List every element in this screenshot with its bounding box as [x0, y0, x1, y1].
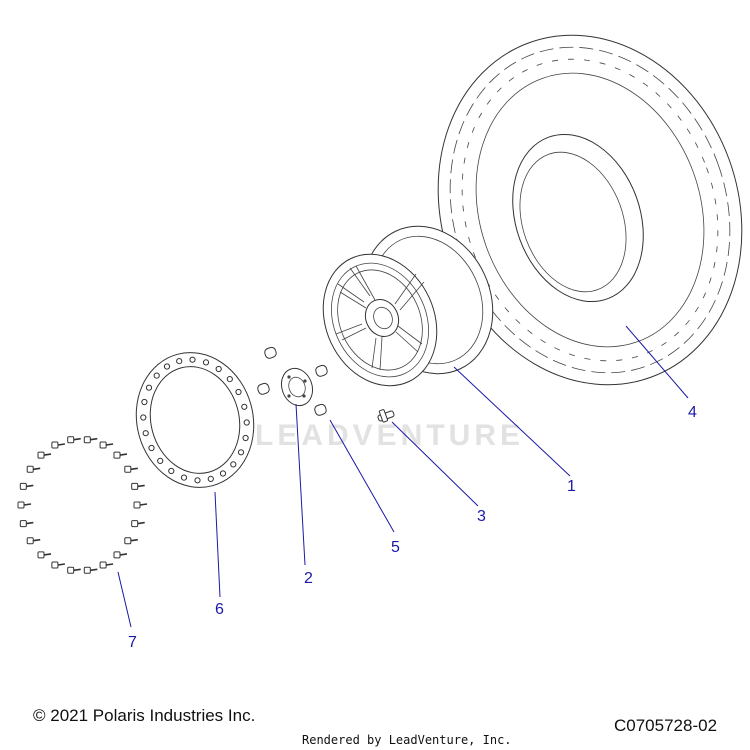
- beadlock-bolt: [51, 441, 66, 449]
- beadlock-bolt: [19, 482, 34, 490]
- beadlock-bolt: [124, 465, 138, 473]
- ring-bolt-hole: [148, 444, 155, 452]
- beadlock-bolt: [83, 566, 98, 574]
- callout-2: 2: [304, 570, 313, 587]
- beadlock-bolt: [67, 436, 81, 444]
- tire-part[interactable]: [390, 0, 750, 428]
- callout-5: 5: [391, 539, 400, 556]
- ring-bolt-hole: [237, 449, 245, 456]
- beadlock-bolt: [113, 451, 128, 459]
- valve-stem-part[interactable]: [377, 409, 395, 423]
- ring-bolt-hole: [153, 372, 160, 379]
- beadlock-bolt: [124, 537, 138, 545]
- beadlock-bolt: [51, 561, 66, 569]
- lug-nuts-part[interactable]: [257, 346, 329, 416]
- ring-bolt-hole: [141, 398, 148, 406]
- ring-bolt-hole: [235, 388, 242, 396]
- beadlock-bolt: [99, 441, 114, 449]
- beadlock-bolt: [37, 451, 52, 459]
- beadlock-bolt: [133, 501, 148, 509]
- hub-adapter-part[interactable]: [276, 364, 317, 410]
- beadlock-bolt: [67, 566, 81, 574]
- beadlock-bolt: [19, 520, 34, 528]
- ring-bolt-hole: [168, 467, 175, 475]
- beadlock-bolt: [113, 551, 128, 559]
- ring-bolt-hole: [176, 358, 183, 365]
- callout-1: 1: [567, 478, 576, 495]
- diagram-id-text: C0705728-02: [614, 716, 718, 735]
- ring-bolt-hole: [140, 414, 147, 421]
- ring-bolt-hole: [230, 461, 237, 468]
- copyright-text: © 2021 Polaris Industries Inc.: [33, 706, 256, 725]
- watermark-text: LEADVENTURE: [255, 419, 524, 452]
- beadlock-bolt: [99, 561, 114, 569]
- callout-6: 6: [215, 601, 224, 618]
- leader-lines: [117, 325, 689, 628]
- beadlock-bolt: [83, 436, 98, 444]
- ring-bolt-hole: [207, 475, 214, 482]
- ring-bolt-hole: [163, 363, 171, 370]
- beadlock-bolt: [131, 482, 145, 490]
- ring-bolt-hole: [242, 434, 249, 442]
- beadlock-bolt: [17, 501, 32, 509]
- ring-bolt-hole: [145, 384, 153, 391]
- callout-7: 7: [128, 634, 137, 651]
- ring-bolt-hole: [202, 359, 210, 366]
- beadlock-bolts-part[interactable]: [17, 436, 148, 574]
- beadlock-bolt: [131, 520, 145, 528]
- ring-bolt-hole: [189, 356, 196, 363]
- beadlock-bolt: [37, 551, 52, 559]
- rendered-by-text: Rendered by LeadVenture, Inc.: [302, 733, 512, 747]
- beadlock-ring-part[interactable]: [121, 339, 268, 500]
- ring-bolt-hole: [215, 365, 222, 373]
- ring-bolt-hole: [157, 457, 164, 464]
- callout-4: 4: [688, 404, 697, 421]
- beadlock-bolt: [26, 465, 41, 473]
- callout-3: 3: [477, 508, 486, 525]
- ring-bolt-hole: [142, 430, 149, 437]
- ring-bolt-hole: [226, 376, 233, 383]
- ring-bolt-hole: [219, 470, 227, 477]
- ring-bolt-hole: [180, 474, 188, 481]
- ring-bolt-hole: [243, 419, 250, 426]
- beadlock-bolt: [26, 537, 41, 545]
- wheel-rim-part[interactable]: [302, 205, 516, 405]
- ring-bolt-hole: [241, 403, 248, 410]
- ring-bolt-hole: [194, 477, 201, 484]
